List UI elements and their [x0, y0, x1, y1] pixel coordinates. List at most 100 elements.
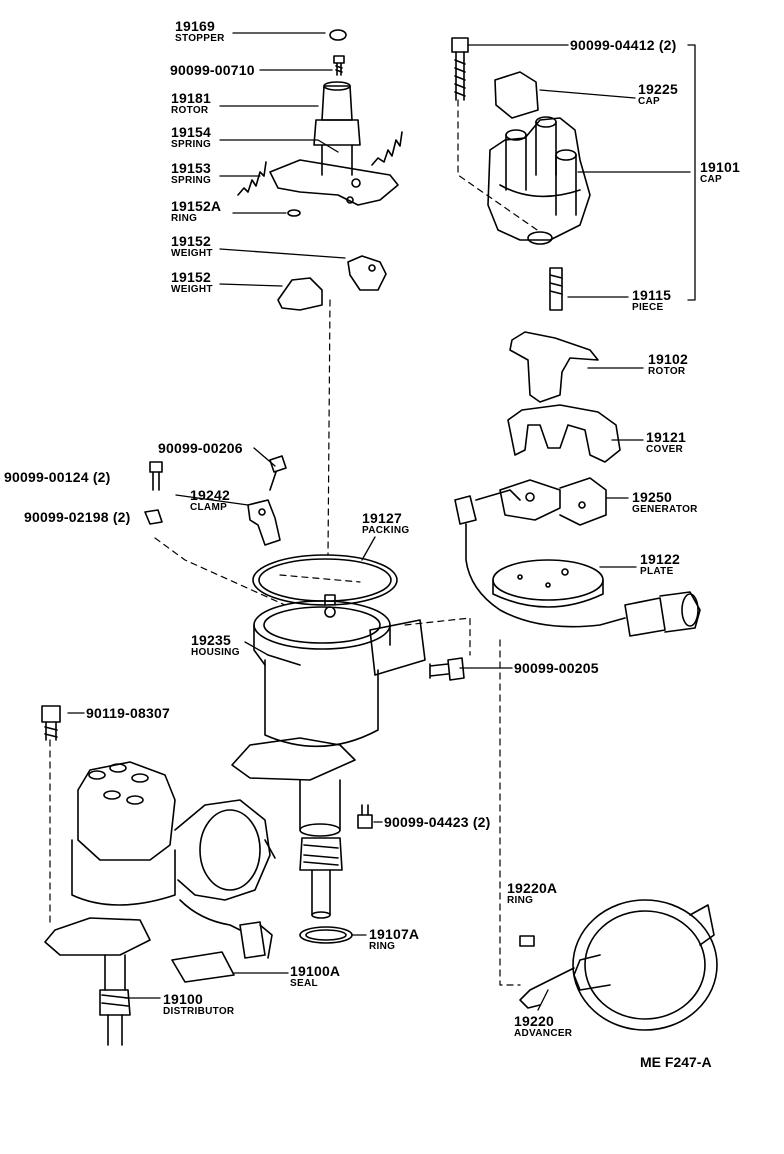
callout-19100A: 19100A SEAL	[290, 964, 340, 989]
callout-90099-00124: 90099-00124 (2)	[4, 470, 111, 484]
part-name: RING	[369, 941, 396, 952]
part-number: 19102	[648, 351, 688, 367]
part-number: 19107A	[369, 926, 420, 942]
part-number: 19153	[171, 160, 211, 176]
callout-19153: 19153 SPRING	[171, 161, 211, 186]
part-number: 90099-04412 (2)	[570, 37, 677, 53]
part-number: 19127	[362, 510, 402, 526]
governor-rotor-part	[269, 81, 399, 206]
part-number: 90099-00205	[514, 660, 599, 676]
clamp-part	[247, 499, 281, 546]
assembly-dashed-lines	[49, 99, 541, 986]
part-name: ROTOR	[648, 366, 686, 377]
callout-19102: 19102 ROTOR	[648, 352, 688, 377]
callout-19225: 19225 CAP	[638, 82, 678, 107]
part-name: SPRING	[171, 175, 212, 186]
part-number: 19152	[171, 269, 211, 285]
part-number: 19152A	[171, 198, 222, 214]
ring-19220a-part	[519, 935, 535, 947]
callout-19107A: 19107A RING	[369, 927, 419, 952]
callout-19220A: 19220A RING	[507, 881, 557, 906]
part-name: STOPPER	[175, 33, 225, 44]
callout-19115: 19115 PIECE	[632, 288, 671, 313]
part-number: 90099-00710	[170, 62, 255, 78]
part-number: 90099-04423 (2)	[384, 814, 491, 830]
wire-connector-part	[624, 591, 701, 637]
part-number: 19220A	[507, 880, 558, 896]
distributor-assembly-part	[44, 761, 276, 1046]
callout-19100: 19100 DISTRIBUTOR	[163, 992, 234, 1017]
part-number: 19181	[171, 90, 211, 106]
part-number: 19220	[514, 1013, 554, 1029]
callout-19122: 19122 PLATE	[640, 552, 680, 577]
callout-19181: 19181 ROTOR	[171, 91, 211, 116]
part-number: 19115	[632, 287, 672, 303]
spring-19153-part	[237, 161, 267, 196]
weight-lower-part	[277, 277, 323, 311]
part-name: SEAL	[290, 978, 318, 989]
distributor-cap-part	[487, 116, 591, 245]
callout-90099-00205: 90099-00205	[514, 661, 599, 675]
leader-lines	[67, 32, 691, 1011]
callout-19242: 19242 CLAMP	[190, 488, 230, 513]
screw-90099-00124-part	[149, 461, 163, 491]
part-name: ADVANCER	[514, 1028, 573, 1039]
callout-19169: 19169 STOPPER	[175, 19, 225, 44]
part-name: HOUSING	[191, 647, 240, 658]
part-name: CAP	[700, 174, 723, 185]
part-number: 90099-02198 (2)	[24, 509, 131, 525]
stopper-part	[329, 29, 347, 41]
part-number: 19101	[700, 159, 740, 175]
callout-90119-08307: 90119-08307	[86, 706, 170, 720]
callout-90099-04423: 90099-04423 (2)	[384, 815, 491, 829]
bolt-90119-08307-part	[41, 705, 61, 741]
part-name: COVER	[646, 444, 684, 455]
part-name: PLATE	[640, 566, 674, 577]
screw-90099-00710-part	[333, 55, 345, 76]
part-number: 19242	[190, 487, 230, 503]
weight-upper-part	[347, 255, 387, 291]
part-number: 19235	[191, 632, 231, 648]
seal-19100a-part	[171, 951, 235, 983]
part-name: PIECE	[632, 302, 664, 313]
small-cap-part	[494, 71, 539, 119]
callout-19101: 19101 CAP	[700, 160, 740, 185]
callout-90099-00206: 90099-00206	[158, 441, 243, 455]
part-number: 19121	[646, 429, 686, 445]
dust-cover-part	[507, 404, 621, 463]
part-number: 19122	[640, 551, 680, 567]
callout-19235: 19235 HOUSING	[191, 633, 240, 658]
callout-90099-00710: 90099-00710	[170, 63, 255, 77]
part-name: DISTRIBUTOR	[163, 1006, 235, 1017]
cap-screw-part	[451, 37, 469, 101]
vacuum-advancer-part	[519, 899, 718, 1031]
part-name: RING	[171, 213, 198, 224]
part-number: 19250	[632, 489, 672, 505]
part-name: RING	[507, 895, 534, 906]
callout-19152-upper: 19152 WEIGHT	[171, 234, 213, 259]
part-number: 19225	[638, 81, 678, 97]
callout-19220: 19220 ADVANCER	[514, 1014, 572, 1039]
callout-19127: 19127 PACKING	[362, 511, 409, 536]
bolt-90099-00205-part	[429, 657, 465, 681]
spring-19154-part	[371, 131, 403, 166]
callout-19152-lower: 19152 WEIGHT	[171, 270, 213, 295]
callout-19121: 19121 COVER	[646, 430, 686, 455]
cap-assembly-bracket	[687, 44, 696, 301]
part-number: 19152	[171, 233, 211, 249]
signal-rotor-part	[509, 331, 599, 403]
part-name: CAP	[638, 96, 661, 107]
part-name: PACKING	[362, 525, 410, 536]
callout-19154: 19154 SPRING	[171, 125, 211, 150]
part-number: 19100	[163, 991, 203, 1007]
nut-90099-02198-part	[144, 509, 163, 525]
part-number: 90099-00206	[158, 440, 243, 456]
part-name: WEIGHT	[171, 248, 213, 259]
callout-90099-02198: 90099-02198 (2)	[24, 510, 131, 524]
callout-90099-04412: 90099-04412 (2)	[570, 38, 677, 52]
callout-19152A: 19152A RING	[171, 199, 221, 224]
part-number: 19169	[175, 18, 215, 34]
ring-19107a-part	[299, 926, 353, 944]
screw-90099-00206-part	[269, 455, 287, 491]
